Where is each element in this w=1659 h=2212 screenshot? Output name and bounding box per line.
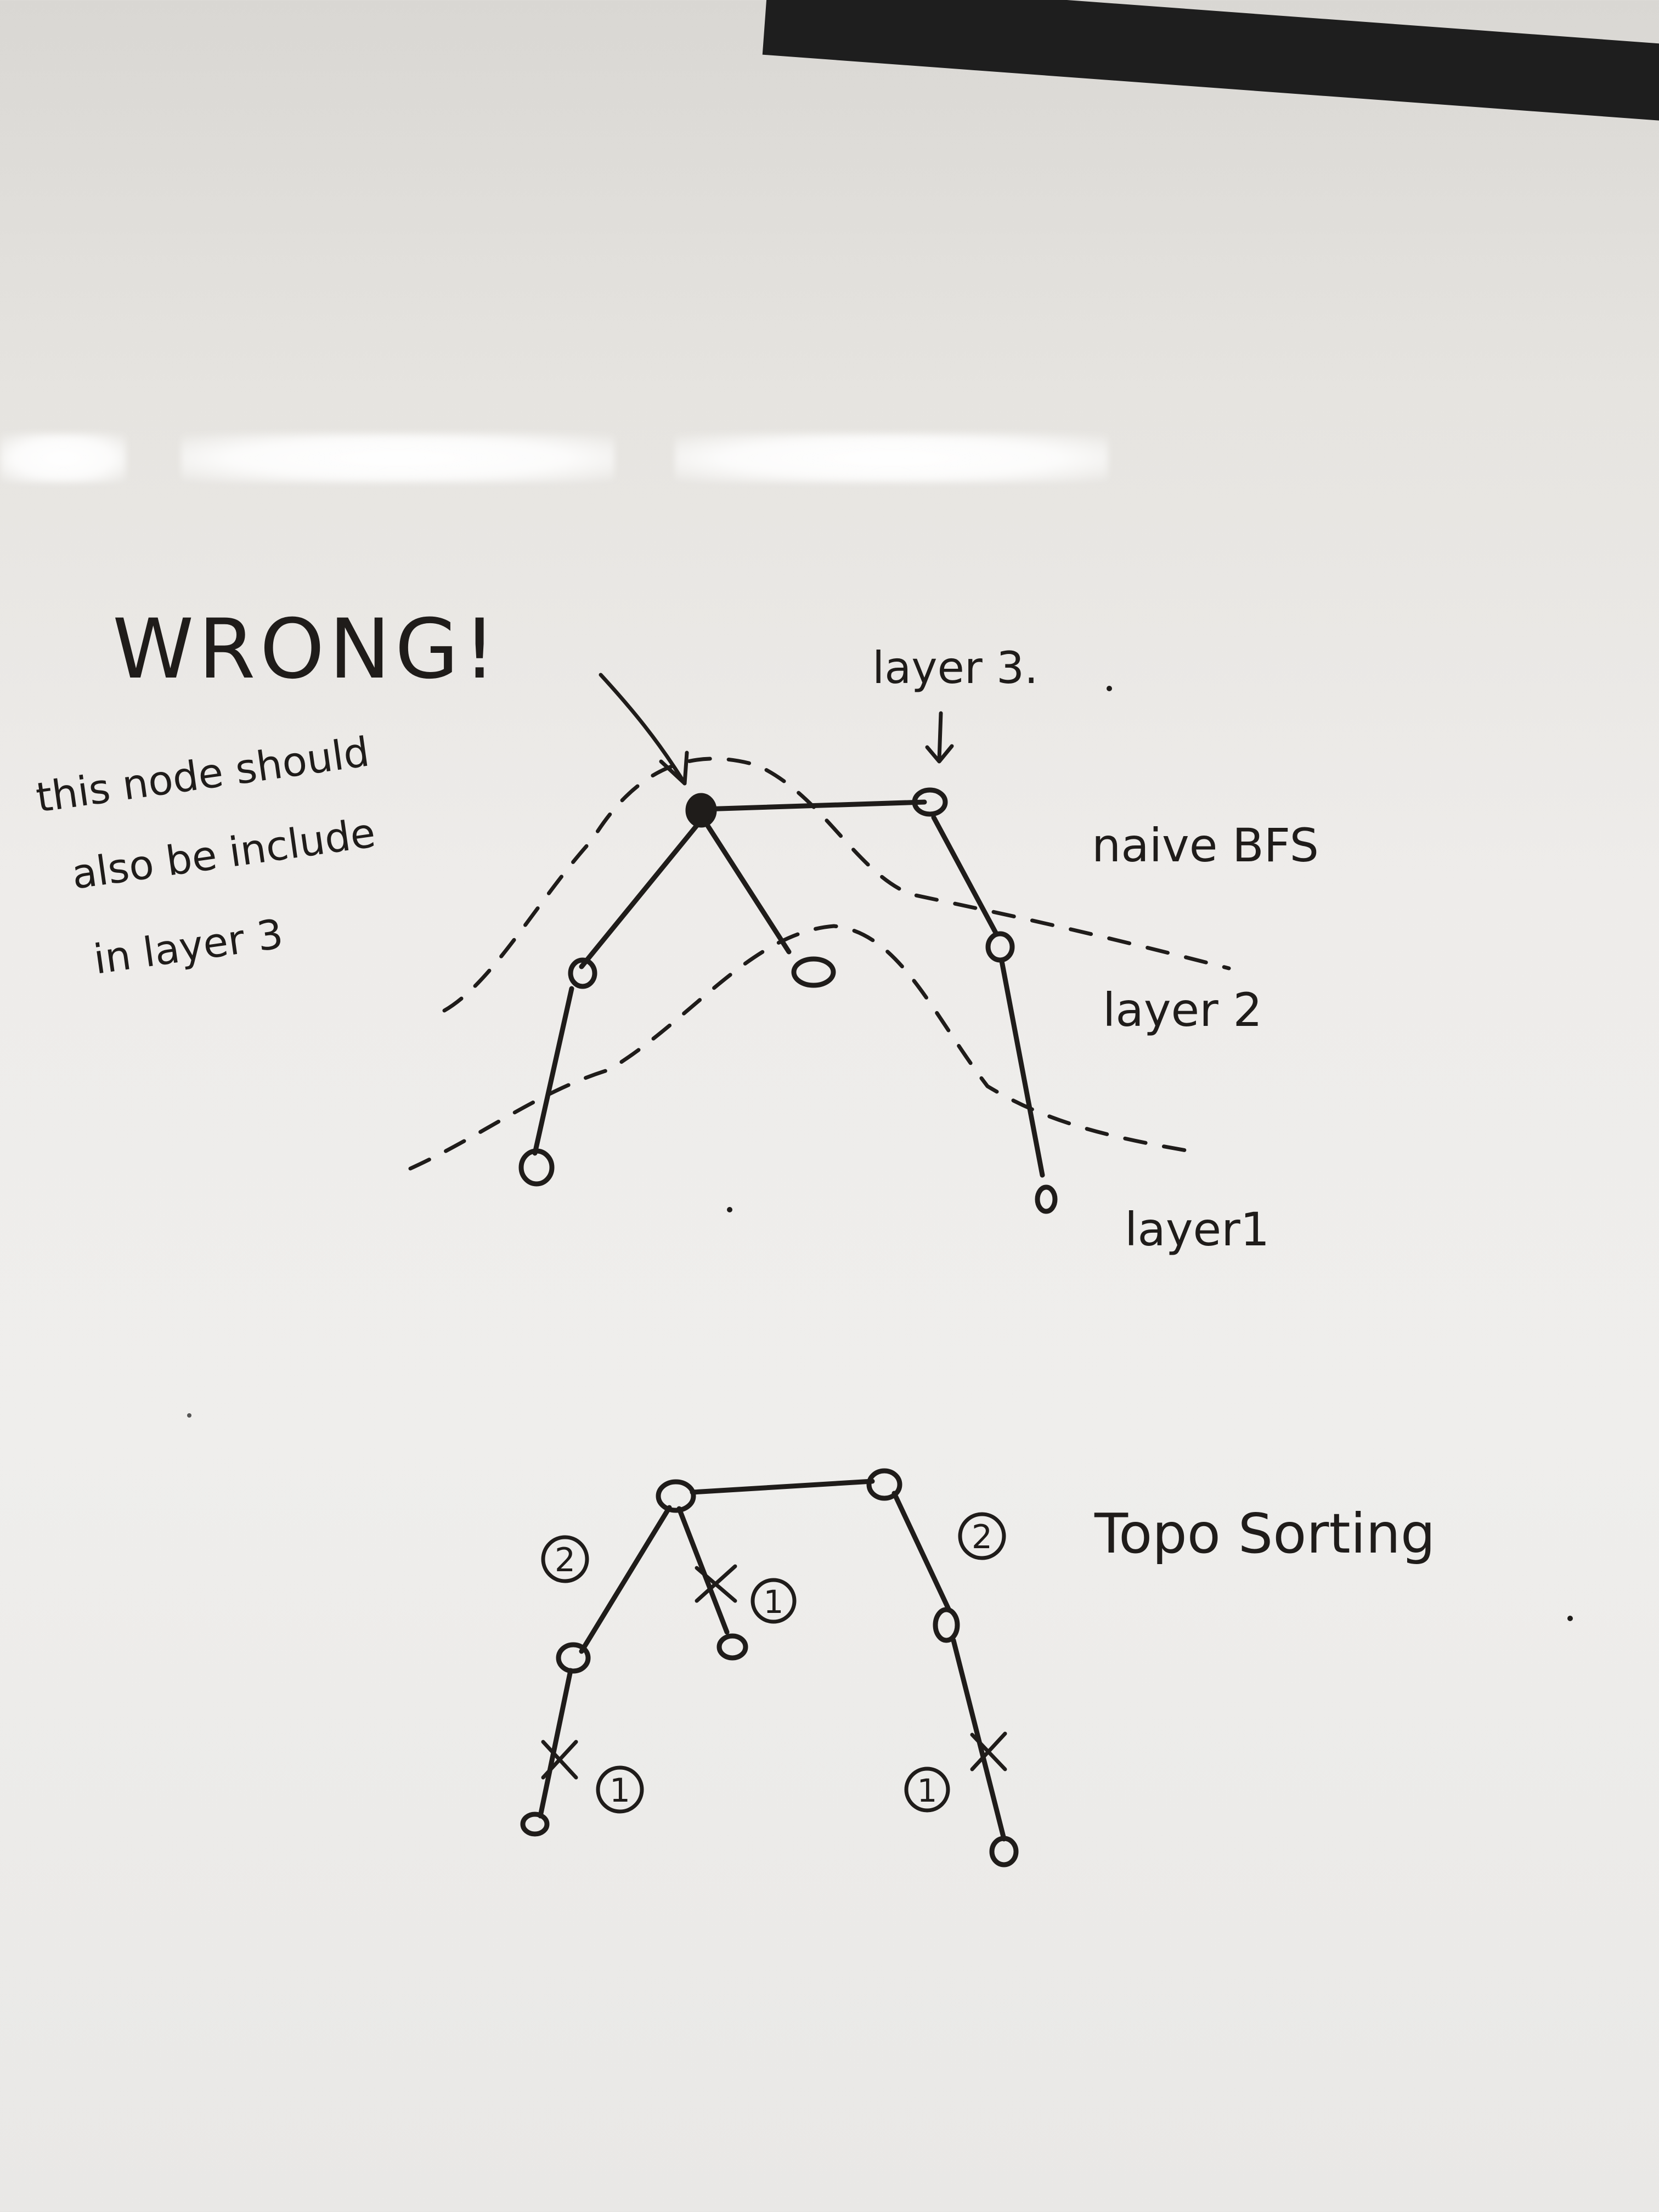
tree-node	[989, 1836, 1019, 1867]
note-line-1: this node should	[33, 728, 373, 821]
removed-edge-marks	[541, 1564, 1007, 1780]
edge	[891, 1491, 952, 1613]
order-marks: 2 2 1 1 1	[541, 1512, 1006, 1814]
cross-mark-icon	[541, 1740, 578, 1780]
arrow-to-layer3	[937, 711, 943, 762]
tree-node	[568, 957, 597, 989]
tree-node	[518, 1148, 555, 1187]
cross-mark-icon	[695, 1564, 737, 1603]
tree-node	[1035, 1184, 1058, 1214]
layer-boundaries	[408, 757, 1231, 1171]
naive-bfs-label: naive BFS	[1092, 819, 1319, 872]
tree-node	[933, 1607, 960, 1643]
order-mark-text: 2	[972, 1518, 992, 1556]
arrow-head	[925, 744, 954, 764]
edge	[704, 821, 792, 955]
note-line-3: in layer 3	[91, 910, 286, 983]
light-glare	[181, 433, 614, 483]
edge	[579, 820, 702, 969]
edge	[579, 1505, 672, 1654]
layer1-label: layer1	[1125, 1203, 1269, 1256]
layer2-label: layer 2	[1103, 983, 1262, 1037]
edge	[999, 958, 1045, 1178]
order-mark-1: 1	[751, 1578, 797, 1624]
order-mark-2: 2	[958, 1512, 1006, 1560]
tree-node	[985, 931, 1015, 963]
order-mark-text: 1	[764, 1583, 784, 1621]
light-glare	[0, 433, 126, 483]
arrow-head	[659, 751, 689, 786]
layer3-label: layer 3.	[872, 642, 1038, 693]
bfs-tree-edges	[532, 799, 1045, 1178]
edge	[690, 1479, 875, 1495]
arrow-to-node	[599, 673, 687, 786]
wrong-heading: WRONG!	[112, 602, 500, 697]
layer-3-boundary	[442, 757, 1231, 1013]
tree-node	[866, 1468, 902, 1501]
edge	[532, 986, 574, 1156]
tree-node	[912, 787, 948, 817]
topo-tree-nodes	[520, 1468, 1019, 1867]
edge	[538, 1668, 573, 1819]
topo-sorting-label: Topo Sorting	[1094, 1502, 1435, 1566]
edge	[676, 1506, 730, 1635]
note-line-2: also be include	[69, 809, 379, 899]
tree-node	[556, 1642, 591, 1674]
highlighted-node	[685, 793, 717, 828]
layer-2-boundary	[408, 924, 1198, 1171]
bfs-tree-nodes	[518, 787, 1058, 1214]
order-mark-text: 2	[555, 1541, 575, 1579]
order-mark-1: 1	[596, 1765, 644, 1814]
stray-marks	[187, 686, 1573, 1621]
cross-mark-icon	[970, 1731, 1007, 1771]
order-mark-text: 1	[610, 1771, 630, 1810]
light-glare	[675, 433, 1108, 483]
order-mark-1: 1	[904, 1767, 950, 1813]
tree-node	[791, 956, 836, 988]
order-mark-text: 1	[917, 1772, 938, 1809]
tree-node	[656, 1479, 696, 1513]
annotation-arrows	[599, 673, 954, 786]
tree-node	[520, 1812, 550, 1837]
tree-node	[716, 1633, 748, 1661]
edge	[931, 815, 999, 936]
order-mark-2: 2	[541, 1535, 589, 1583]
